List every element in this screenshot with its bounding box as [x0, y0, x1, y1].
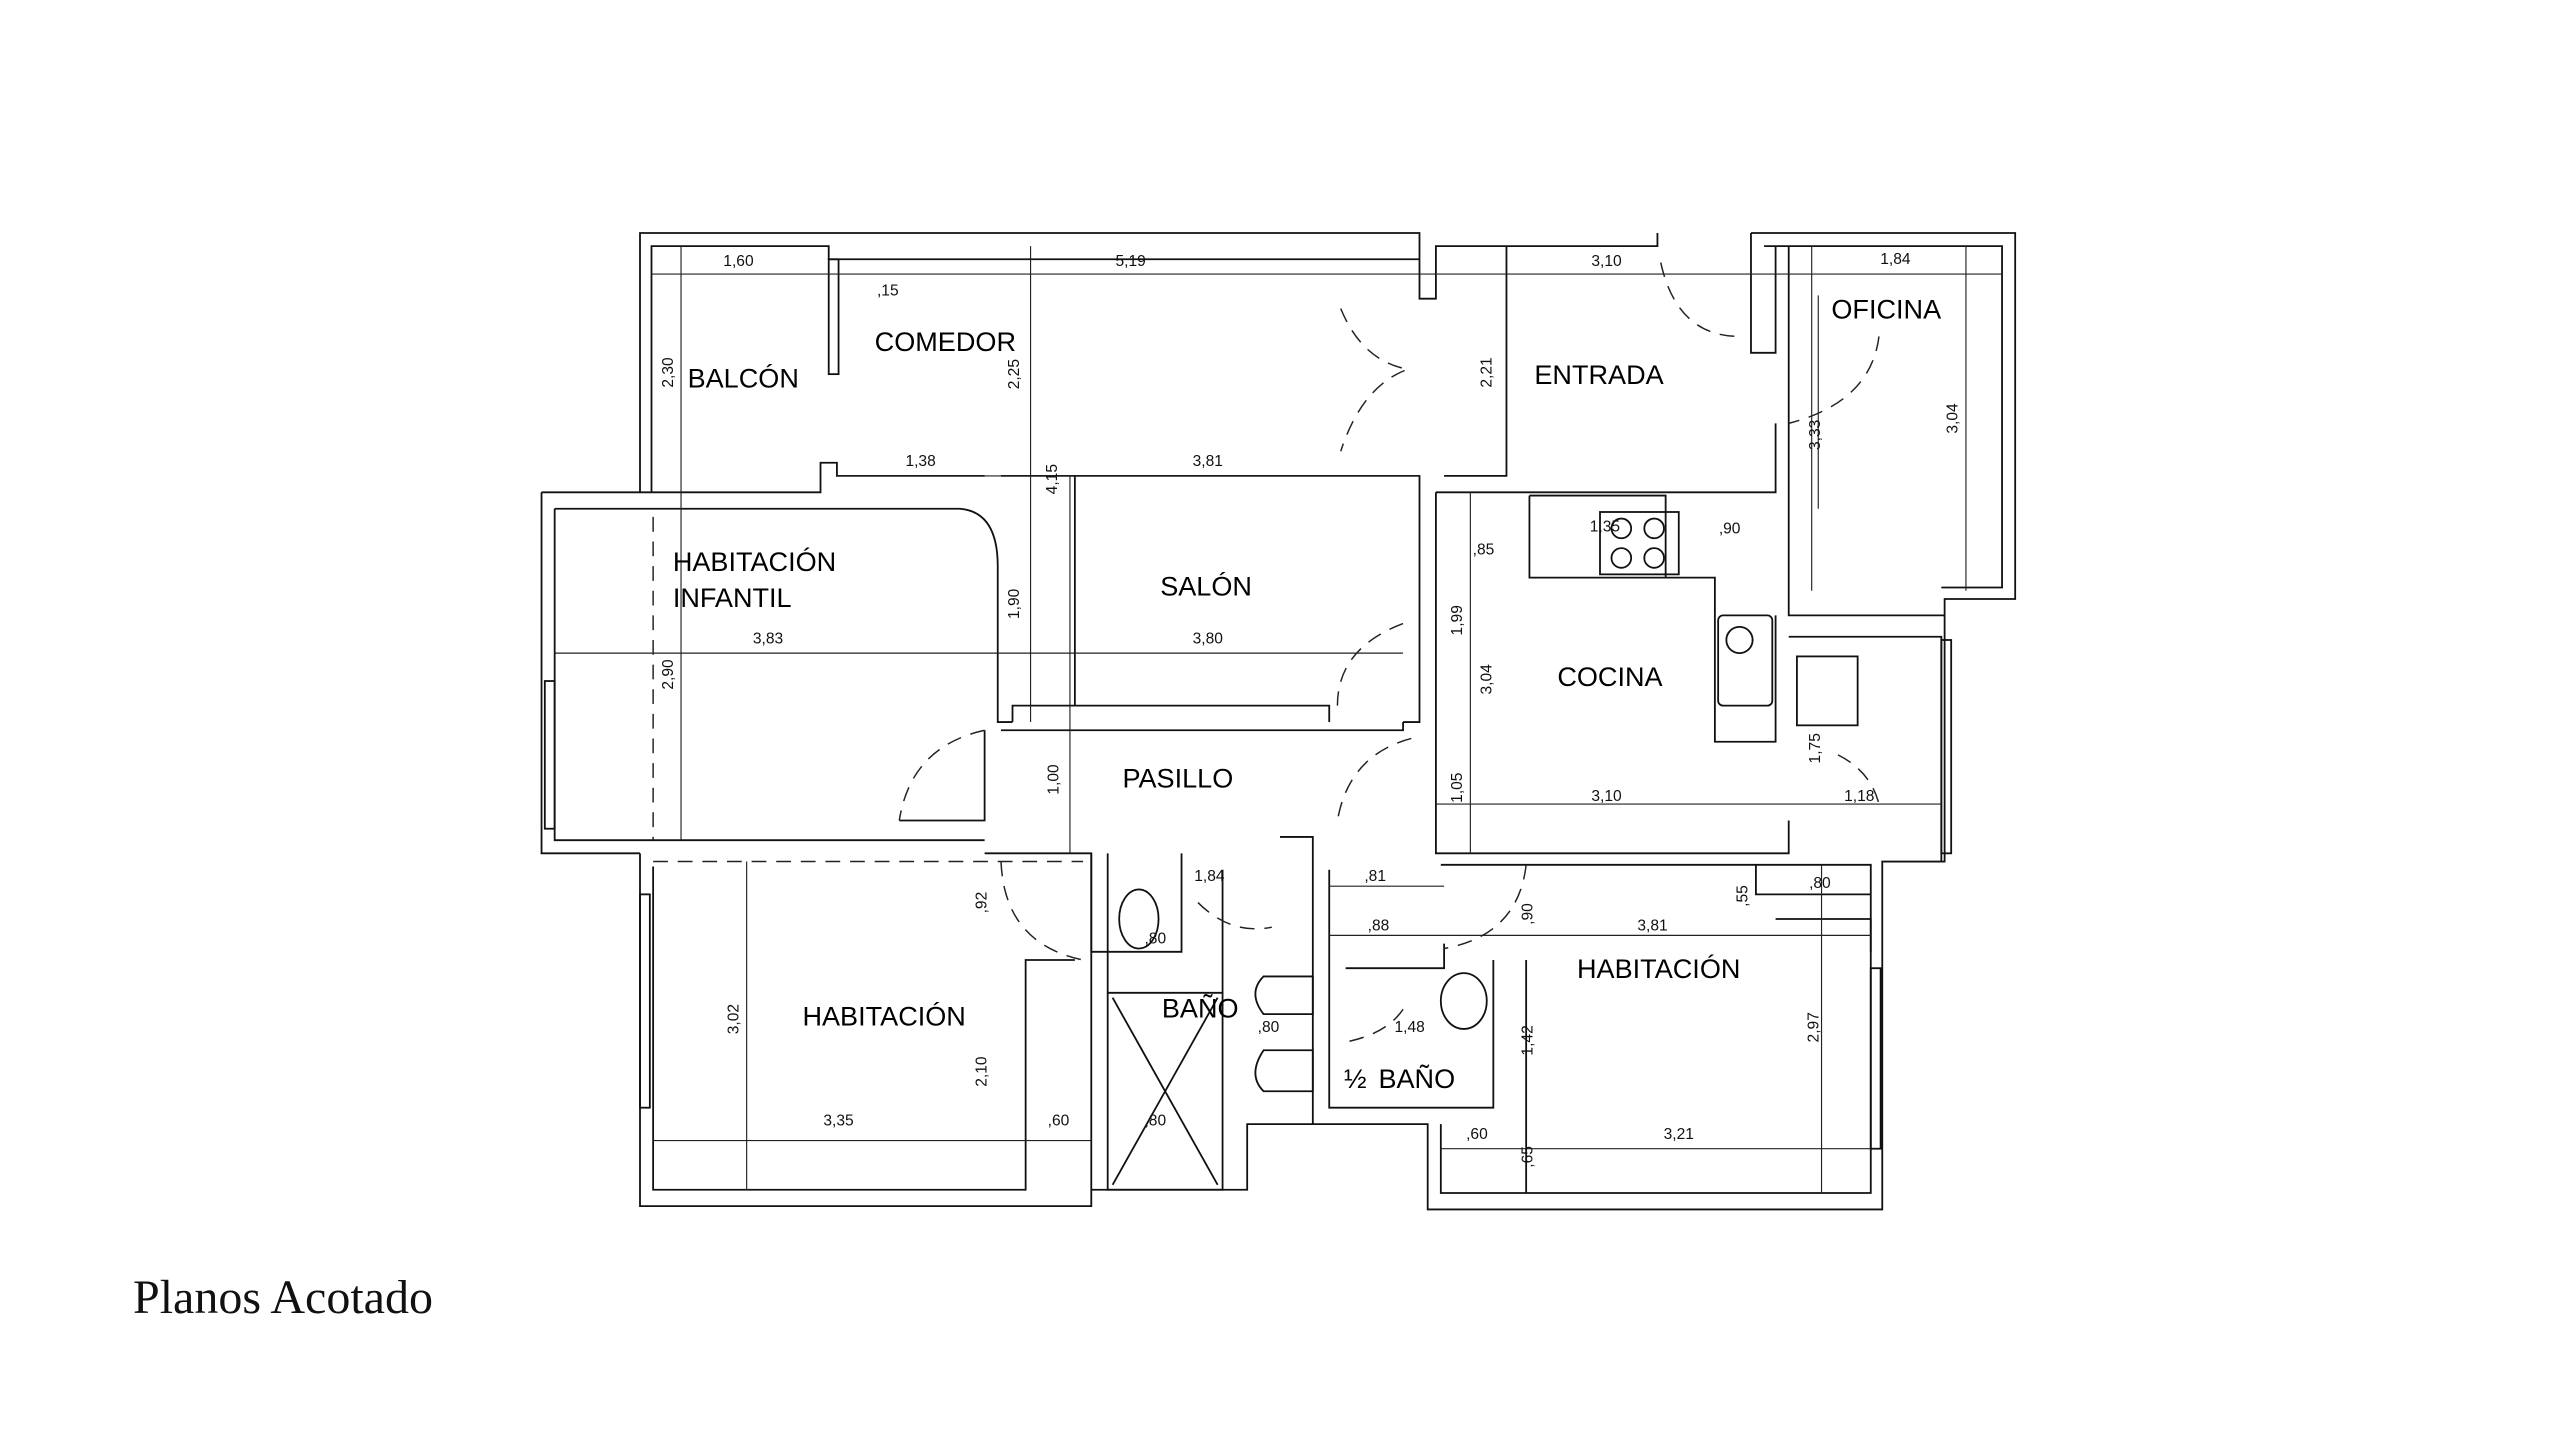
room-label-medio-bano: BAÑO	[1378, 1063, 1455, 1094]
dim-label: ,80	[1144, 931, 1166, 948]
dim-label: ,80	[1809, 875, 1831, 892]
dim-label: 4,15	[1044, 464, 1061, 495]
dim-label: 3,04	[1945, 403, 1962, 434]
dim-label: 2,10	[973, 1056, 990, 1087]
dim-label: ,88	[1368, 917, 1390, 934]
dim-label: 1,48	[1394, 1019, 1424, 1036]
dim-label: ,81	[1364, 868, 1386, 885]
dim-label: 1,60	[723, 253, 754, 270]
dim-label: ,60	[1048, 1113, 1070, 1130]
dim-label: 3,10	[1591, 253, 1622, 270]
dim-label: 1,75	[1807, 733, 1824, 764]
dim-label: ,92	[973, 892, 990, 914]
dim-label: 1,84	[1194, 868, 1225, 885]
dim-label: 2,90	[660, 659, 677, 690]
dim-label: ,80	[1144, 1113, 1166, 1130]
dim-label: 3,83	[753, 630, 783, 647]
dim-label: 1,05	[1449, 772, 1466, 803]
room-label-balcon: BALCÓN	[688, 362, 799, 393]
dim-label: ,55	[1735, 885, 1752, 907]
dim-label: 3,35	[823, 1113, 854, 1130]
plan-caption: Planos Acotado	[133, 1271, 433, 1324]
room-label-bano: BAÑO	[1162, 992, 1239, 1023]
dim-label: 1,42	[1520, 1025, 1537, 1055]
dim-label: 2,21	[1479, 357, 1496, 387]
dim-label: 1,00	[1045, 764, 1062, 795]
room-label-cocina: COCINA	[1557, 661, 1662, 692]
dim-label: ,90	[1520, 903, 1537, 925]
room-label-entrada: ENTRADA	[1534, 359, 1663, 390]
dim-label: 1,38	[905, 453, 935, 470]
dim-label: ,15	[877, 282, 899, 299]
dim-label: ,60	[1466, 1126, 1488, 1143]
room-labels: BALCÓN COMEDOR ENTRADA OFICINA HABITACIÓ…	[673, 293, 1941, 1094]
dim-label: 1,35	[1590, 519, 1621, 536]
dim-label: 2,25	[1006, 359, 1023, 390]
room-label-habitacion-2: HABITACIÓN	[1577, 953, 1740, 984]
dimension-labels-horizontal: 1,60 5,19 3,10 1,84 ,15 1,38 3,81 1,35 ,…	[723, 251, 1911, 1143]
room-label-habitacion-infantil: HABITACIÓN	[673, 546, 836, 577]
dim-label: 1,99	[1449, 605, 1466, 635]
dim-label: 1,84	[1880, 251, 1911, 268]
room-label-oficina: OFICINA	[1831, 293, 1941, 324]
dim-label: 3,81	[1637, 917, 1667, 934]
room-label-pasillo: PASILLO	[1122, 763, 1233, 794]
dim-label: 2,97	[1805, 1012, 1822, 1042]
dim-label: ,90	[1719, 520, 1741, 537]
dim-label: 3,02	[725, 1004, 742, 1034]
room-label-salon: SALÓN	[1160, 571, 1252, 602]
room-label-habitacion-1: HABITACIÓN	[802, 1001, 965, 1032]
dim-label: 3,81	[1193, 453, 1223, 470]
dim-label: 1,18	[1844, 788, 1874, 805]
dim-label: 3,04	[1479, 664, 1496, 695]
dim-label: 3,21	[1664, 1126, 1694, 1143]
room-label-comedor: COMEDOR	[875, 326, 1016, 357]
room-label-medio-bano-fraction: ½	[1344, 1063, 1367, 1094]
dim-label: ,85	[1473, 542, 1495, 559]
dim-label: 5,19	[1116, 253, 1146, 270]
dimension-lines	[554, 246, 2003, 1194]
dim-label: ,65	[1520, 1146, 1537, 1168]
dim-label: 3,33	[1807, 420, 1824, 450]
dimension-labels-vertical: 2,30 2,25 4,15 2,21 3,33 3,04 1,90 1,99 …	[660, 357, 1962, 1168]
dim-label: 3,10	[1591, 788, 1622, 805]
room-label-habitacion-infantil-2: INFANTIL	[673, 582, 792, 613]
dim-label: 2,30	[660, 357, 677, 388]
doors-and-fixtures	[543, 258, 1953, 1186]
dim-label: 1,90	[1006, 588, 1023, 619]
dim-label: ,80	[1258, 1019, 1280, 1036]
dim-label: 3,80	[1193, 630, 1224, 647]
